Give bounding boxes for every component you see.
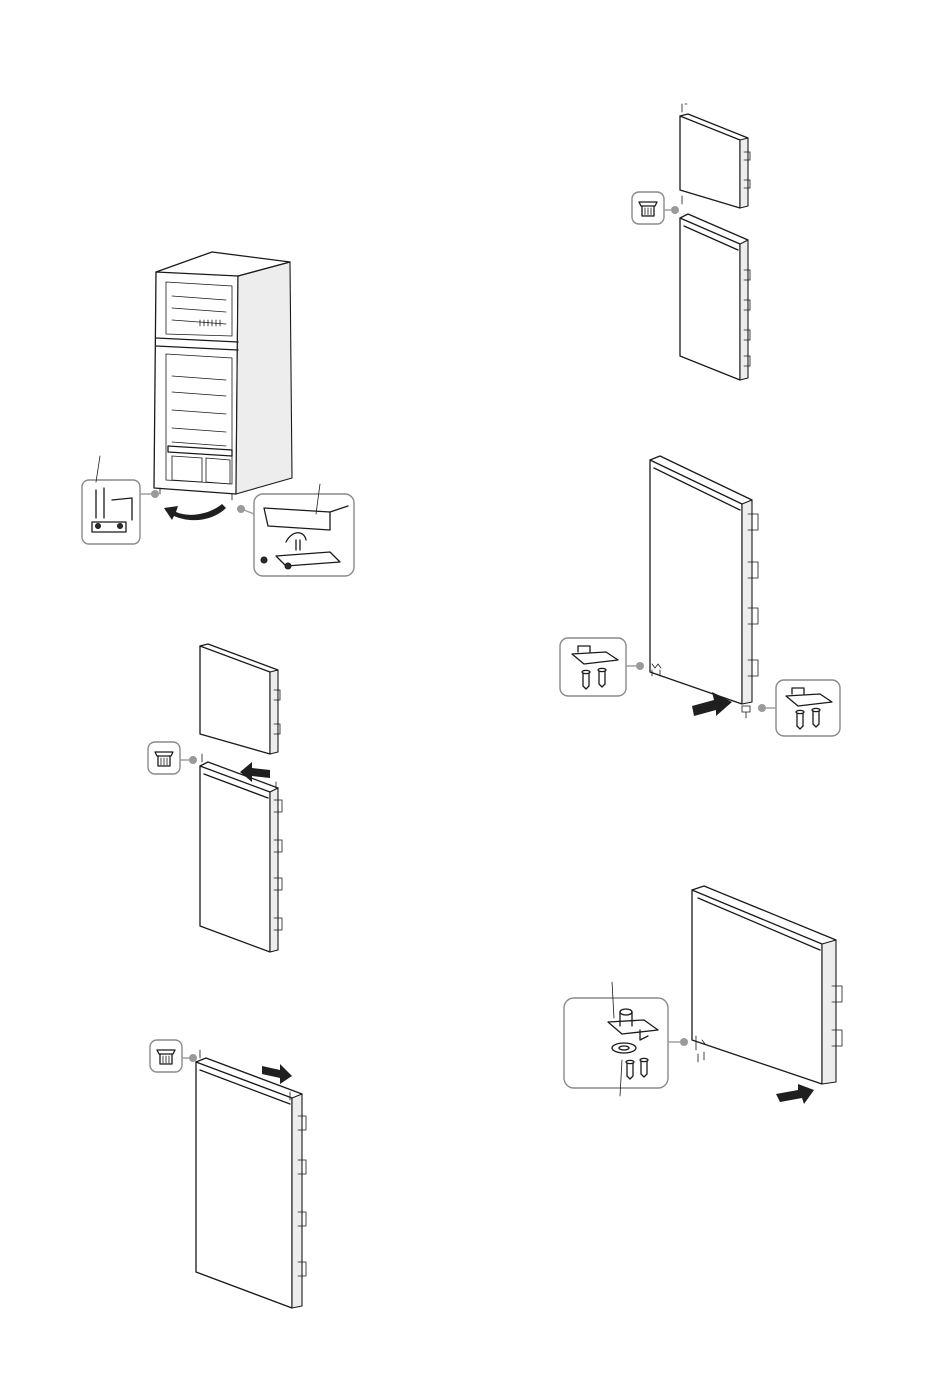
figure-fridge-hinge-removal xyxy=(82,252,354,576)
figure-door-slide-right xyxy=(150,1040,306,1308)
figure-stacked-doors xyxy=(632,104,750,380)
freezer-door xyxy=(692,886,842,1084)
hinge-pin-callout xyxy=(632,192,664,224)
fridge-body xyxy=(154,252,292,500)
middle-hinge-callout xyxy=(564,982,668,1096)
hinge-pin-callout xyxy=(150,1040,182,1072)
figure-door-slide-left xyxy=(148,644,282,952)
hinge-pin-callout xyxy=(148,742,180,774)
callout-left-hinge xyxy=(82,456,140,544)
figure-door-middle-hinge xyxy=(564,886,842,1104)
fridge-door xyxy=(196,1058,306,1308)
callout-right-hinge xyxy=(254,484,354,576)
freezer-door xyxy=(200,644,280,754)
push-arrow-icon xyxy=(776,1084,814,1104)
figure-door-bottom-hinges xyxy=(560,456,840,736)
curved-arrow-icon xyxy=(164,504,226,520)
fridge-door xyxy=(680,214,750,380)
left-hinge-callout xyxy=(560,638,626,696)
fridge-door xyxy=(650,456,758,704)
right-hinge-callout xyxy=(776,680,840,736)
freezer-door xyxy=(680,114,750,208)
fridge-door xyxy=(200,762,282,952)
